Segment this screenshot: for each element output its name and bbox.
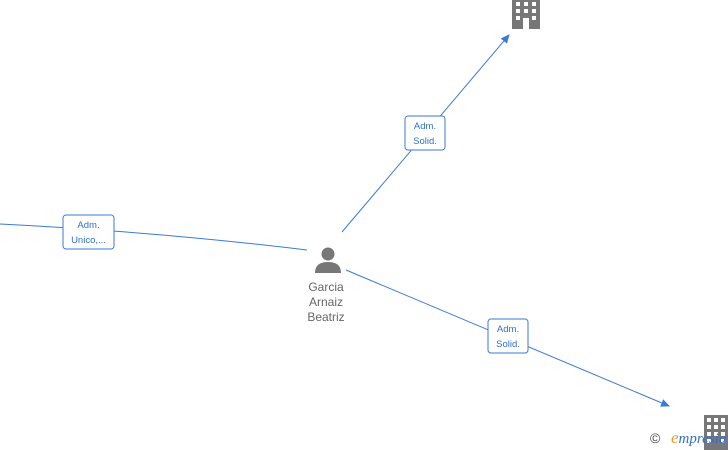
person-name-line3: Beatriz — [307, 310, 345, 324]
building-icon[interactable] — [512, 0, 540, 29]
brand-logo: empresia — [671, 428, 726, 448]
edge-label-top-line2: Solid. — [413, 136, 437, 147]
brand-logo-initial: e — [671, 428, 679, 447]
edge-label-bottom-line1: Adm. — [497, 324, 519, 335]
edge-left-line — [0, 223, 308, 251]
edge-label-top[interactable]: Adm. Solid. — [404, 115, 446, 151]
brand-logo-rest: mpresia — [678, 431, 727, 447]
edge-label-bottom[interactable]: Adm. Solid. — [487, 318, 529, 354]
building-icon[interactable] — [704, 415, 728, 450]
edge-label-bottom-line2: Solid. — [496, 339, 520, 350]
edge-label-top-line1: Adm. — [414, 121, 436, 132]
person-name-label[interactable]: Garcia Arnaiz Beatriz — [296, 280, 356, 325]
edge-label-left[interactable]: Adm. Unico,... — [62, 214, 115, 250]
copyright-symbol: © — [650, 430, 661, 446]
person-name-line1: Garcia — [308, 280, 344, 294]
edge-label-left-line1: Adm. — [77, 220, 99, 231]
person-name-line2: Arnaiz — [308, 295, 343, 309]
edge-label-left-line2: Unico,... — [71, 235, 106, 246]
person-icon[interactable] — [315, 247, 341, 274]
